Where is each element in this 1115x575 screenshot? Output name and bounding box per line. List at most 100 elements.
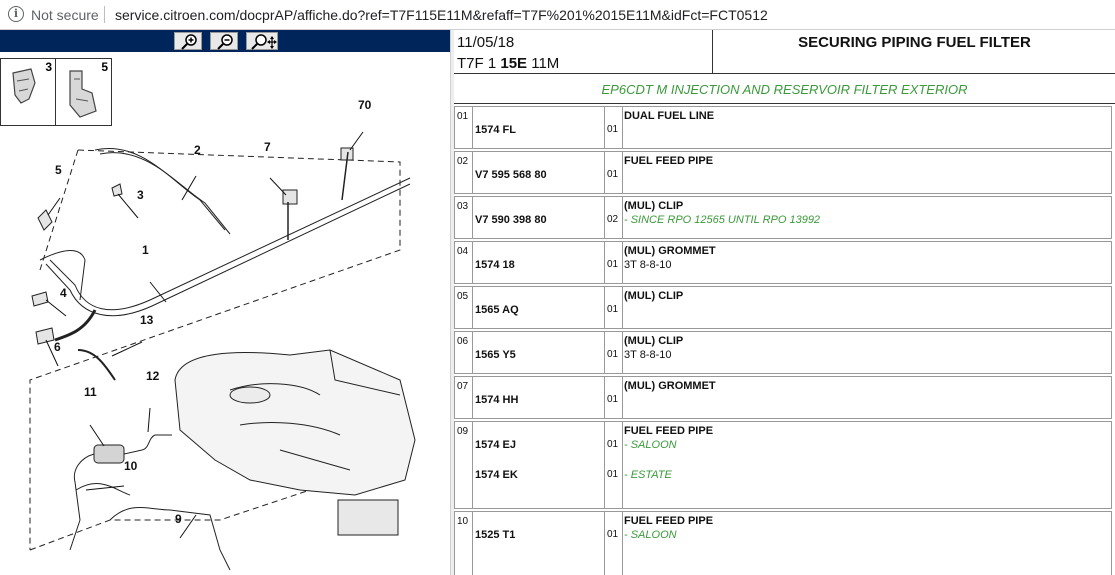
part-reference[interactable]: V7 595 568 80 bbox=[475, 169, 547, 181]
part-name: FUEL FEED PIPE bbox=[624, 515, 714, 527]
cell bbox=[455, 287, 473, 328]
part-reference[interactable]: 1565 AQ bbox=[475, 304, 519, 316]
callout-label: 2 bbox=[194, 143, 201, 157]
divider bbox=[104, 6, 105, 23]
item-index: 05 bbox=[457, 291, 469, 302]
table-row[interactable]: 09 1574 EJ 01 FUEL FEED PIPE - SALOON 1574 EK… bbox=[454, 421, 1112, 509]
callout-label: 4 bbox=[60, 286, 67, 300]
part-quantity: 01 bbox=[607, 394, 619, 405]
page-code: T7F 1 15E 11M bbox=[457, 55, 560, 72]
part-quantity: 01 bbox=[607, 529, 619, 540]
part-reference[interactable]: 1574 EK bbox=[475, 469, 518, 481]
item-index: 03 bbox=[457, 201, 469, 212]
zoom-out-button[interactable] bbox=[210, 32, 238, 50]
cell bbox=[605, 287, 623, 328]
cell bbox=[455, 332, 473, 373]
pan-button[interactable] bbox=[246, 32, 278, 50]
callout-label: 12 bbox=[146, 369, 160, 383]
part-reference[interactable]: 1574 FL bbox=[475, 124, 516, 136]
part-note: - SALOON bbox=[624, 439, 677, 451]
pan-icon bbox=[251, 34, 277, 50]
zoom-in-icon bbox=[181, 34, 197, 50]
callout-label: 9 bbox=[175, 512, 182, 526]
part-reference[interactable]: 1574 EJ bbox=[475, 439, 516, 451]
zoom-toolbar bbox=[0, 30, 450, 52]
thumbnail-number: 5 bbox=[101, 60, 108, 74]
cell bbox=[455, 242, 473, 283]
url-text[interactable]: service.citroen.com/docprAP/affiche.do?r… bbox=[115, 7, 768, 23]
cell bbox=[605, 152, 623, 193]
part-note: 3T 8-8-10 bbox=[624, 259, 672, 271]
part-name: (MUL) GROMMET bbox=[624, 245, 716, 257]
zoom-out-icon bbox=[217, 34, 233, 50]
part-quantity: 01 bbox=[607, 124, 619, 135]
thumbnail-number: 3 bbox=[45, 60, 52, 74]
info-icon[interactable]: i bbox=[8, 6, 24, 22]
part-reference[interactable]: 1574 HH bbox=[475, 394, 519, 406]
cell bbox=[455, 422, 473, 508]
part-name: (MUL) GROMMET bbox=[624, 380, 716, 392]
callout-label: 11 bbox=[84, 385, 97, 399]
part-quantity: 01 bbox=[607, 469, 619, 480]
part-name: (MUL) CLIP bbox=[624, 290, 684, 302]
cell bbox=[605, 422, 623, 508]
part-quantity: 01 bbox=[607, 169, 619, 180]
cell bbox=[455, 512, 473, 575]
callout-label: 6 bbox=[54, 340, 61, 354]
callout-label: 3 bbox=[137, 188, 144, 202]
zoom-in-button[interactable] bbox=[174, 32, 202, 50]
cell bbox=[473, 377, 605, 418]
detail-thumbnail-5[interactable]: 5 bbox=[55, 58, 112, 126]
cell bbox=[473, 242, 605, 283]
part-reference[interactable]: 1565 Y5 bbox=[475, 349, 516, 361]
part-note: - SINCE RPO 12565 UNTIL RPO 13992 bbox=[624, 214, 821, 226]
cell bbox=[605, 512, 623, 575]
part-reference[interactable]: 1574 18 bbox=[475, 259, 515, 271]
cell bbox=[473, 422, 605, 508]
item-index: 07 bbox=[457, 381, 469, 392]
item-index: 01 bbox=[457, 111, 469, 122]
cell bbox=[605, 242, 623, 283]
item-index: 09 bbox=[457, 426, 469, 437]
divider bbox=[712, 30, 713, 74]
table-row[interactable]: 05 1565 AQ 01 (MUL) CLIP bbox=[454, 286, 1112, 329]
cell bbox=[473, 197, 605, 238]
diagram-pane: 3 5 bbox=[0, 30, 450, 575]
security-label: Not secure bbox=[31, 7, 99, 23]
page-header: 11/05/18 T7F 1 15E 11M SECURING PIPING F… bbox=[454, 30, 1115, 74]
item-index: 02 bbox=[457, 156, 469, 167]
part-name: FUEL FEED PIPE bbox=[624, 155, 714, 167]
cell bbox=[605, 377, 623, 418]
part-reference[interactable]: 1525 T1 bbox=[475, 529, 516, 541]
part-note: - SALOON bbox=[624, 529, 677, 541]
callout-label: 5 bbox=[55, 163, 62, 177]
page-title: SECURING PIPING FUEL FILTER bbox=[798, 34, 1031, 51]
table-row[interactable]: 07 1574 HH 01 (MUL) GROMMET bbox=[454, 376, 1112, 419]
exploded-parts-diagram bbox=[29, 131, 416, 571]
detail-thumbnail-3[interactable]: 3 bbox=[0, 58, 56, 126]
pane-splitter[interactable] bbox=[450, 30, 454, 575]
callout-label: 70 bbox=[358, 98, 372, 112]
cell bbox=[455, 377, 473, 418]
part-name: (MUL) CLIP bbox=[624, 335, 684, 347]
clip-detail-icon bbox=[12, 68, 36, 104]
part-quantity: 01 bbox=[607, 304, 619, 315]
part-quantity: 01 bbox=[607, 349, 619, 360]
cell bbox=[473, 287, 605, 328]
cell bbox=[605, 332, 623, 373]
part-quantity: 02 bbox=[607, 214, 619, 225]
item-index: 06 bbox=[457, 336, 469, 347]
cell bbox=[473, 512, 605, 575]
parts-pane: 11/05/18 T7F 1 15E 11M SECURING PIPING F… bbox=[454, 30, 1115, 575]
page-date: 11/05/18 bbox=[457, 34, 515, 51]
part-reference[interactable]: V7 590 398 80 bbox=[475, 214, 547, 226]
cell bbox=[605, 107, 623, 148]
table-row[interactable]: 02 V7 595 568 80 01 FUEL FEED PIPE bbox=[454, 151, 1112, 194]
address-bar[interactable]: i Not secure service.citroen.com/docprAP… bbox=[0, 0, 1115, 30]
part-name: FUEL FEED PIPE bbox=[624, 425, 714, 437]
